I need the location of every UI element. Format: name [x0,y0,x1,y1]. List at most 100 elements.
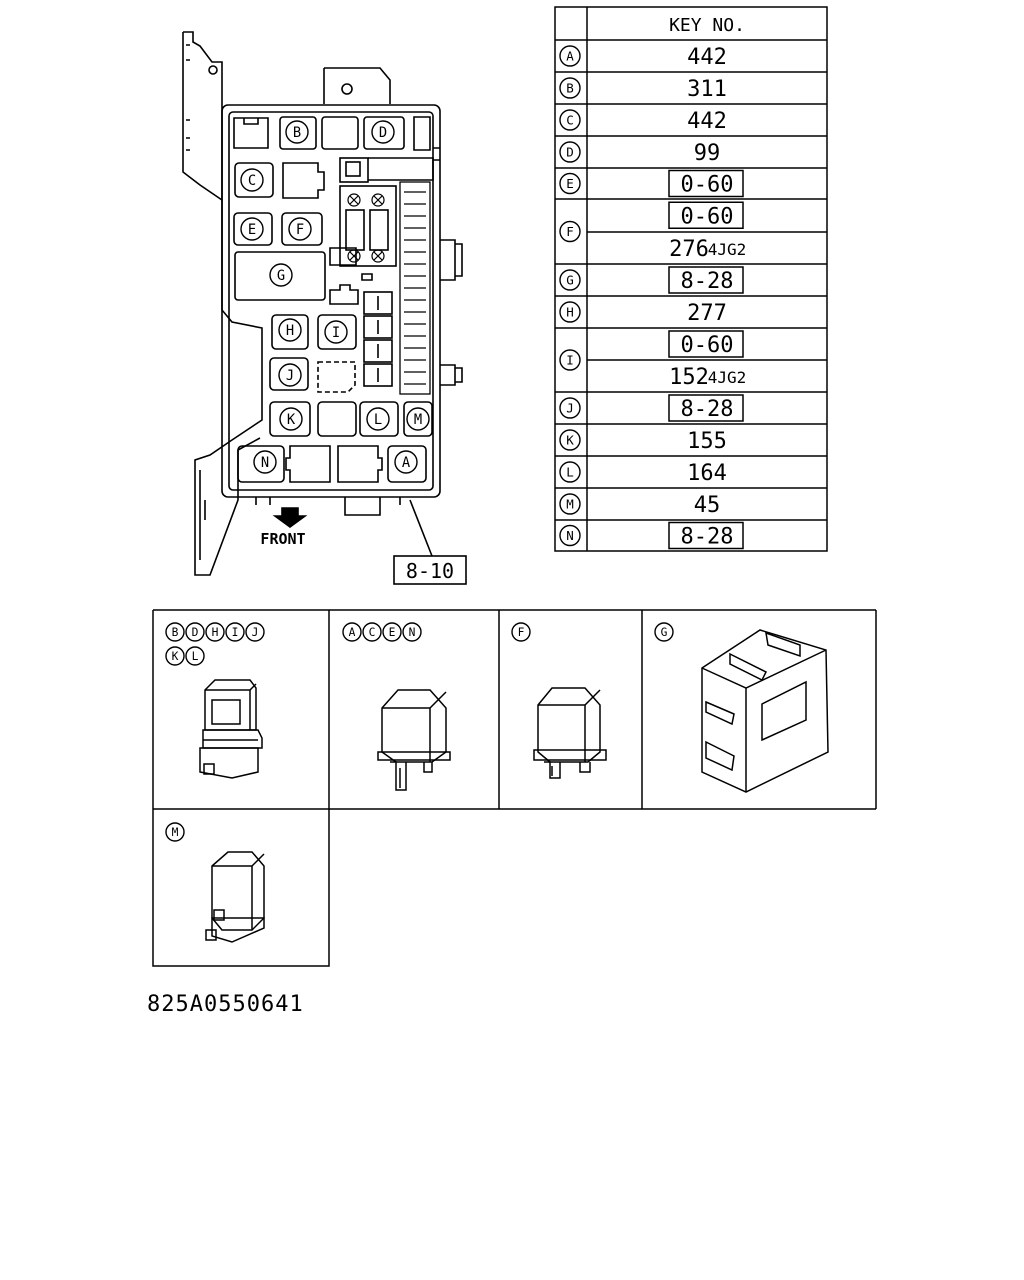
table-value-i: 0-60 [681,333,734,358]
callout-k: K [287,412,296,428]
panel-3-letter-f: F [518,626,525,639]
panel-2-letter-c-circle [362,622,382,642]
panel-1-letter-h-circle [205,622,225,642]
table-value-b: 311 [687,77,727,102]
table-key-g-circle [559,269,581,291]
boxed-value-frame [668,521,744,550]
panel-4-letter-g: G [661,626,668,639]
table-key-b-circle [559,77,581,99]
panel-2-letter-a: A [349,626,356,639]
table-value-m: 45 [694,493,721,518]
callout-d: D [379,125,387,141]
callout-c-circle [240,168,264,192]
key-table-grid [554,6,828,552]
relay-narrow-illustration [205,851,265,943]
table-value-a: 442 [687,45,727,70]
callout-j: J [286,368,294,384]
panel-2-letter-c: C [369,626,376,639]
boxed-value-frame [668,201,744,229]
table-key-f-circle [559,220,581,243]
table-value-n: 8-28 [681,525,734,550]
callout-g: G [277,268,285,284]
callout-g-circle [269,263,293,287]
table-key-e: E [566,176,574,191]
callout-e-circle [240,217,264,241]
callout-b: B [293,125,301,141]
callout-l-circle [366,407,390,431]
callout-a: A [402,455,411,471]
boxed-value-frame [668,169,744,198]
table-key-j-circle [559,397,581,419]
boxed-value-frame [668,266,744,294]
callout-h: H [286,323,294,339]
table-suffix-i: 4JG2 [708,368,747,387]
callout-m: M [414,412,422,428]
table-value-h: 277 [687,301,727,326]
table-key-m: M [566,497,574,512]
table-key-d: D [566,145,574,160]
panel-1-letter-l-circle [185,646,205,666]
drawing-number: 825A0550641 [147,992,304,1017]
table-key-a: A [566,49,574,64]
panel-1-letter-h: H [212,626,219,639]
panel-1-letter-i-circle [225,622,245,642]
callout-i: I [332,325,340,341]
table-key-l: L [566,465,574,480]
parts-panels-grid [152,609,877,967]
table-key-i-circle [559,349,581,371]
panel-5-letter-m: M [172,826,179,839]
callout-d-circle [371,120,395,144]
callout-n-circle [253,450,277,474]
table-key-a-circle [559,45,581,67]
table-key-i: I [566,353,574,368]
table-key-d-circle [559,141,581,163]
table-value-g: 8-28 [681,269,734,294]
panel-2-letter-a-circle [342,622,362,642]
table-key-n: N [566,528,574,543]
table-key-c-circle [559,109,581,131]
callout-a-circle [394,450,418,474]
callout-k-circle [279,407,303,431]
panel-1-letter-d-circle [185,622,205,642]
table-value-d: 99 [694,141,721,166]
panel-1-letter-l: L [192,650,199,663]
callout-l: L [374,412,382,428]
callout-e: E [248,222,256,238]
module-box-illustration [701,629,829,793]
callout-i-circle [324,320,348,344]
table-value-j: 8-28 [681,397,734,422]
callout-n: N [261,455,269,471]
callout-f-circle [288,217,312,241]
panel-1-letter-d: D [192,626,199,639]
table-key-k: K [566,433,574,448]
callout-c: C [248,173,256,189]
table-value-f: 0-60 [681,204,734,229]
front-label: FRONT [260,530,305,548]
panel-4-letter-g-circle [654,622,674,642]
boxed-value-frame [668,394,744,422]
panel-3-letter-f-circle [511,622,531,642]
callout-f: F [296,222,304,238]
table-key-h-circle [559,301,581,323]
panel-2-letter-e-circle [382,622,402,642]
table-key-j: J [566,401,574,416]
table-value-k: 155 [687,429,727,454]
table-key-f: F [566,224,574,239]
panel-5-letter-m-circle [165,822,185,842]
table-key-g: G [566,273,574,288]
fuse-box-drawing [182,31,467,585]
table-key-b: B [566,81,574,96]
table-key-c: C [566,113,574,128]
table-value-c: 442 [687,109,727,134]
boxed-value-frame [668,330,744,358]
panel-1-letter-b-circle [165,622,185,642]
callout-h-circle [278,318,302,342]
panel-1-letter-j: J [252,626,259,639]
table-value-l: 164 [687,461,727,486]
table-key-e-circle [559,172,581,195]
table-key-n-circle [559,524,581,547]
table-value-e: 0-60 [681,173,734,198]
table-key-k-circle [559,429,581,451]
relay-tall-illustration [199,679,263,779]
